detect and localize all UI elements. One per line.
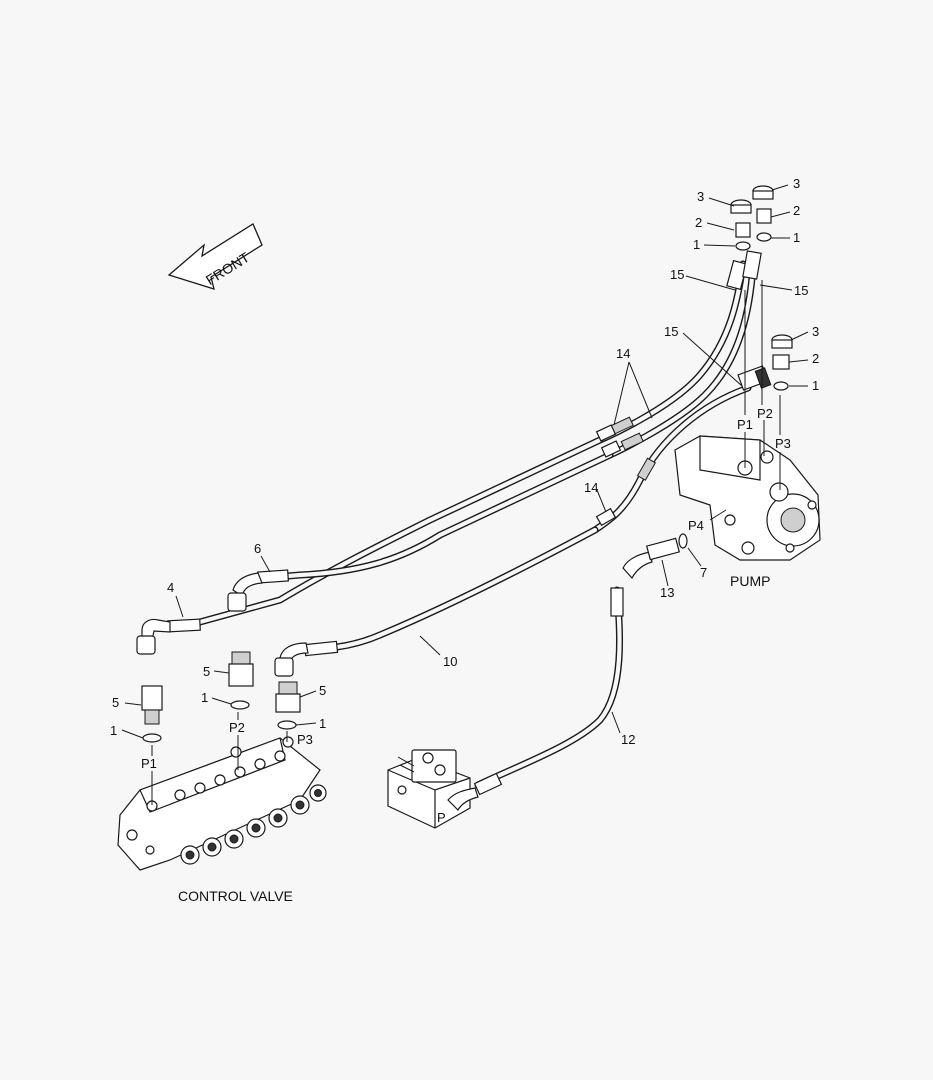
adapter-5-p2 bbox=[228, 651, 254, 710]
cap-3-left bbox=[730, 199, 752, 214]
adapter-13-and-oring-7 bbox=[622, 533, 688, 580]
callout-1-top-left: 1 bbox=[693, 237, 700, 252]
callout-2-top-right: 2 bbox=[793, 203, 800, 218]
relief-valve-block bbox=[387, 749, 479, 829]
port-leader-lines bbox=[151, 280, 781, 805]
cap-3-right bbox=[752, 185, 774, 200]
callout-14-upper: 14 bbox=[616, 346, 630, 361]
callout-2-top-left: 2 bbox=[695, 215, 702, 230]
callout-6: 6 bbox=[254, 541, 261, 556]
control-valve-caption: CONTROL VALVE bbox=[178, 888, 293, 904]
hose-10 bbox=[296, 526, 599, 653]
adapter-5-p1 bbox=[141, 685, 163, 743]
control-valve-spools bbox=[180, 784, 327, 865]
port-p1-valve: P1 bbox=[141, 756, 157, 771]
hose-sleeve-marks bbox=[610, 416, 657, 481]
elbow-fittings-control-valve bbox=[136, 572, 309, 677]
callout-3-pump: 3 bbox=[812, 324, 819, 339]
callout-15-left: 15 bbox=[670, 267, 684, 282]
callout-1-p1: 1 bbox=[110, 723, 117, 738]
callout-7: 7 bbox=[700, 565, 707, 580]
callout-labels: 3 2 1 3 2 1 15 15 15 3 2 1 14 14 6 4 10 … bbox=[110, 176, 819, 747]
port-p4-pump: P4 bbox=[688, 518, 704, 533]
callout-13: 13 bbox=[660, 585, 674, 600]
control-valve bbox=[117, 736, 327, 871]
callout-4: 4 bbox=[167, 580, 174, 595]
callout-1-p3: 1 bbox=[319, 716, 326, 731]
adapter-5-p3 bbox=[275, 681, 301, 730]
port-labels: P1 P2 P3 P4 P1 P2 P3 P bbox=[141, 406, 791, 825]
hose-14-middle bbox=[284, 451, 614, 580]
callout-2-pump: 2 bbox=[812, 351, 819, 366]
adapter-2-pump bbox=[772, 354, 790, 370]
port-p3-pump: P3 bbox=[775, 436, 791, 451]
callout-1-top-right: 1 bbox=[793, 230, 800, 245]
cap-3-pump bbox=[771, 334, 793, 349]
callout-5-p1: 5 bbox=[112, 695, 119, 710]
callout-1-pump: 1 bbox=[812, 378, 819, 393]
callout-3-top-left: 3 bbox=[697, 189, 704, 204]
pump-caption: PUMP bbox=[730, 573, 770, 589]
callout-5-p3: 5 bbox=[319, 683, 326, 698]
callout-15-right: 15 bbox=[794, 283, 808, 298]
adapter-2-right bbox=[756, 208, 772, 224]
callout-15-lower: 15 bbox=[664, 324, 678, 339]
callout-1-p2: 1 bbox=[201, 690, 208, 705]
upper-hose-end-fittings bbox=[726, 250, 772, 391]
hose-12 bbox=[474, 586, 623, 789]
port-p2-pump: P2 bbox=[757, 406, 773, 421]
callout-10: 10 bbox=[443, 654, 457, 669]
callout-5-p2: 5 bbox=[203, 664, 210, 679]
front-arrow: FRONT bbox=[167, 223, 263, 290]
adapter-2-left bbox=[735, 222, 751, 238]
hose-14-main bbox=[196, 436, 604, 626]
pump bbox=[674, 435, 821, 561]
callout-leader-lines bbox=[121, 184, 809, 739]
port-p1-pump: P1 bbox=[737, 417, 753, 432]
callout-14-lower: 14 bbox=[584, 480, 598, 495]
port-p-relief: P bbox=[437, 810, 446, 825]
callout-12: 12 bbox=[621, 732, 635, 747]
control-valve-top-ports bbox=[146, 736, 294, 812]
orings-1-top bbox=[735, 232, 789, 391]
port-p2-valve: P2 bbox=[229, 720, 245, 735]
callout-3-top-right: 3 bbox=[793, 176, 800, 191]
port-p3-valve: P3 bbox=[297, 732, 313, 747]
